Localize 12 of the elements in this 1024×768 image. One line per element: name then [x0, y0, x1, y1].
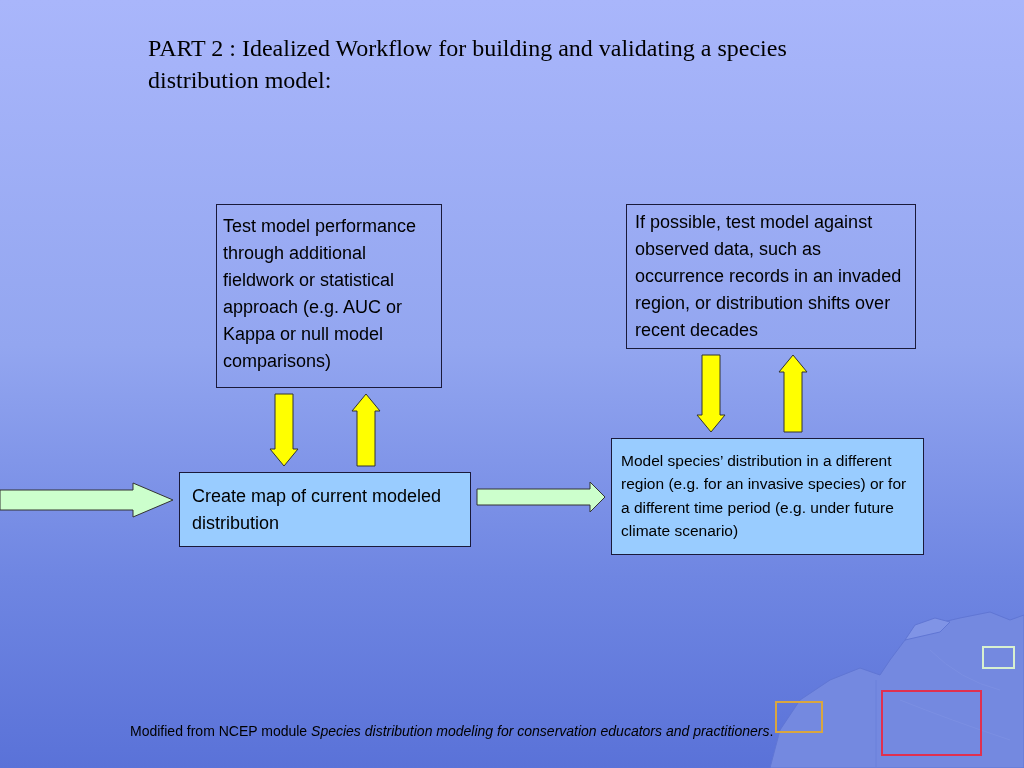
process-box: Create map of current modeled distribution — [179, 472, 471, 547]
block-arrow — [0, 482, 174, 518]
block-arrow — [269, 393, 299, 467]
block-arrow — [696, 354, 726, 433]
process-box: Test model performance through additional fieldwork or statistical approach (e.g. AUC or Kappa or null model comparisons) — [216, 204, 442, 388]
block-arrow — [476, 481, 606, 513]
process-box: If possible, test model against observed data, such as occurrence records in an invaded region, or distribution shifts over recent decades — [626, 204, 916, 349]
caption: Modified from NCEP module Species distribution modeling for conservation educators and practitioners. — [130, 723, 774, 739]
block-arrow — [351, 393, 381, 467]
block-arrow — [778, 354, 808, 433]
process-box: Model species’ distribution in a different region (e.g. for an invasive species) or for a different time period (e.g. under future climate scenario) — [611, 438, 924, 555]
slide-title: PART 2 : Idealized Workflow for building and validating a species distribution model: — [148, 34, 788, 96]
